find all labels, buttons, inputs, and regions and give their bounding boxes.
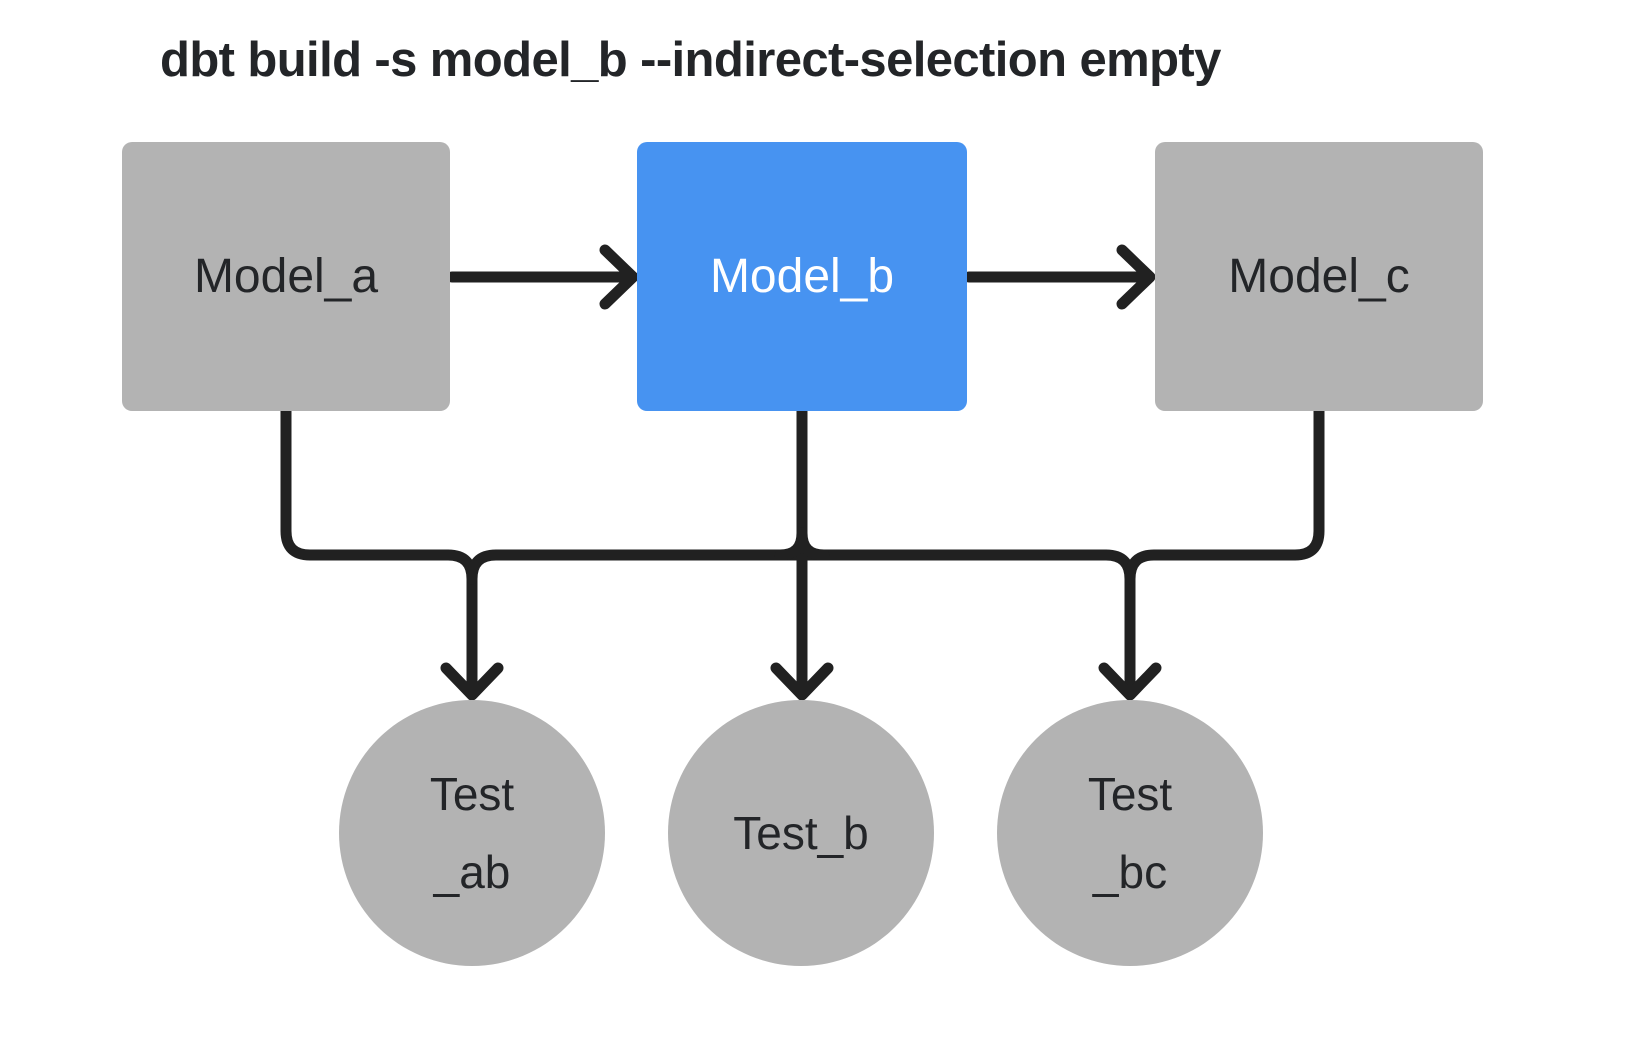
node-test-bc: Test _bc — [997, 700, 1263, 966]
node-model-c-label: Model_c — [1228, 250, 1410, 303]
node-test-bc-label-line1: Test — [1087, 768, 1173, 820]
edge-model-c-to-test-bc — [1124, 405, 1325, 585]
node-test-bc-label-line2: _bc — [1092, 846, 1168, 898]
node-model-c: Model_c — [1155, 142, 1483, 411]
node-test-b-label: Test_b — [733, 807, 869, 859]
command-title: dbt build -s model_b --indirect-selectio… — [160, 33, 1221, 87]
node-model-b-label: Model_b — [709, 250, 895, 303]
node-test-b: Test_b — [668, 700, 934, 966]
node-model-a: Model_a — [122, 142, 450, 411]
node-test-ab-label-line1: Test — [429, 768, 515, 820]
node-model-b: Model_b — [637, 142, 967, 411]
edge-model-b-to-model-c — [963, 244, 1156, 310]
node-test-ab: Test _ab — [339, 700, 605, 966]
node-test-ab-label-line2: _ab — [433, 846, 511, 898]
edge-model-b-rail-fillet — [774, 527, 830, 561]
edge-model-a-to-model-b — [446, 244, 639, 310]
arrowhead-test-b — [770, 662, 834, 701]
node-model-a-label: Model_a — [193, 250, 379, 303]
arrowhead-test-ab — [440, 662, 504, 701]
edge-model-a-to-test-ab — [280, 405, 478, 698]
arrowhead-test-bc — [1098, 662, 1162, 701]
